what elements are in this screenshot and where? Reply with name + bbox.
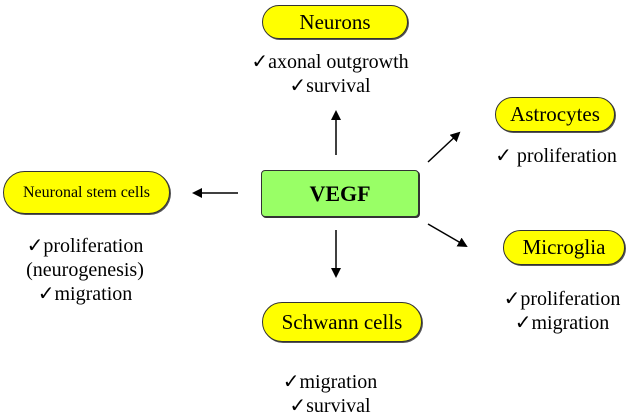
neurons-label: Neurons: [299, 9, 371, 34]
stem-cells-label: Neuronal stem cells: [22, 183, 151, 201]
stem-cells-effect: (neurogenesis): [26, 259, 144, 281]
arrow-to-microglia: [427, 223, 468, 248]
stem-cells-effects: ✓proliferation (neurogenesis) ✓migration: [5, 234, 165, 306]
schwann-effect: ✓survival: [289, 395, 371, 416]
schwann-label: Schwann cells: [281, 309, 403, 334]
neurons-effect: ✓survival: [289, 75, 371, 97]
astrocytes-node: Astrocytes: [495, 97, 615, 132]
microglia-effects: ✓proliferation ✓migration: [492, 287, 632, 335]
arrow-to-astrocytes: [427, 131, 461, 163]
neurons-node: Neurons: [262, 5, 408, 39]
neurons-effect: ✓axonal outgrowth: [251, 51, 409, 73]
microglia-effect: ✓migration: [514, 312, 610, 334]
neurons-effects: ✓axonal outgrowth ✓survival: [230, 50, 430, 98]
astrocytes-effect: ✓ proliferation: [495, 145, 617, 167]
vegf-label: VEGF: [309, 180, 371, 206]
stem-cells-node: Neuronal stem cells: [3, 171, 170, 214]
microglia-node: Microglia: [503, 230, 625, 265]
stem-cells-effect: ✓proliferation: [26, 235, 144, 257]
astrocytes-effects: ✓ proliferation: [480, 144, 632, 168]
astrocytes-label: Astrocytes: [510, 102, 600, 126]
microglia-label: Microglia: [522, 235, 606, 259]
schwann-effects: ✓migration ✓survival: [250, 370, 410, 416]
vegf-box: VEGF: [261, 170, 419, 217]
stem-cells-effect: ✓migration: [37, 283, 133, 305]
microglia-effect: ✓proliferation: [503, 288, 621, 310]
schwann-node: Schwann cells: [262, 302, 422, 342]
schwann-effect: ✓migration: [282, 371, 378, 393]
